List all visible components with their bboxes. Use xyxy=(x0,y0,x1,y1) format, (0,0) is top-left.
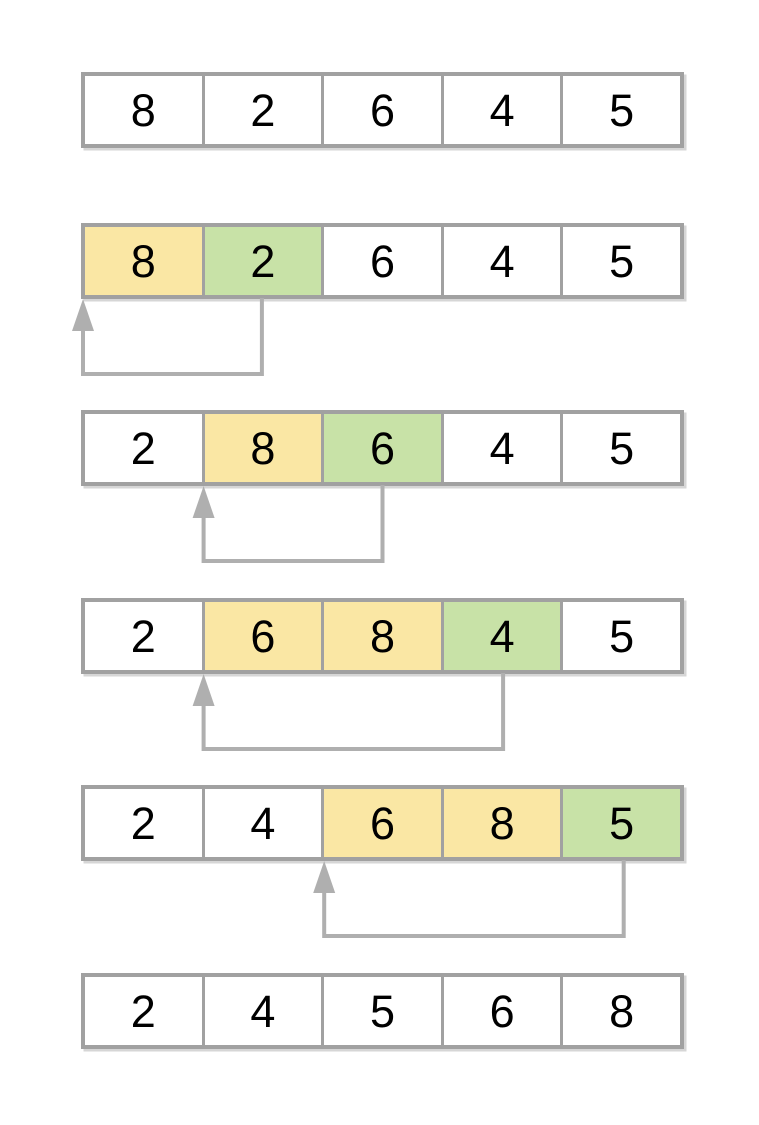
array-cell: 5 xyxy=(321,977,441,1045)
array-cell: 6 xyxy=(321,414,441,482)
array-cell: 8 xyxy=(560,977,680,1045)
array-cell: 2 xyxy=(85,414,202,482)
array-cell: 8 xyxy=(85,76,202,144)
array-cell: 4 xyxy=(440,414,561,482)
array-cell: 2 xyxy=(85,789,202,857)
array-cell: 4 xyxy=(201,789,322,857)
array-cell: 6 xyxy=(440,977,561,1045)
array-cell: 8 xyxy=(321,602,441,670)
array-cell: 5 xyxy=(560,76,680,144)
array-cell: 5 xyxy=(560,227,680,295)
up-arrowhead-icon xyxy=(192,674,215,706)
shift-arrow xyxy=(192,673,506,751)
array-cell: 2 xyxy=(85,977,202,1045)
shift-arrow-line xyxy=(201,485,385,563)
array-cell: 4 xyxy=(440,227,561,295)
array-cell: 6 xyxy=(321,789,441,857)
array-cell: 8 xyxy=(440,789,561,857)
array-cell: 4 xyxy=(440,76,561,144)
shift-arrow-line xyxy=(201,673,506,751)
up-arrowhead-icon xyxy=(313,861,336,893)
array-cell: 2 xyxy=(201,227,322,295)
up-arrowhead-icon xyxy=(192,486,215,518)
array-cell: 6 xyxy=(201,602,322,670)
array-cell: 5 xyxy=(560,414,680,482)
shift-arrow xyxy=(72,298,264,376)
shift-arrow xyxy=(192,485,385,563)
up-arrowhead-icon xyxy=(72,299,94,331)
array-cell: 4 xyxy=(440,602,561,670)
array-cell: 2 xyxy=(85,602,202,670)
shift-arrow xyxy=(313,860,626,938)
array-cell: 8 xyxy=(85,227,202,295)
array-cell: 5 xyxy=(560,789,680,857)
shift-arrow-line xyxy=(322,860,626,938)
array-cell: 2 xyxy=(201,76,322,144)
array-cell: 6 xyxy=(321,227,441,295)
array-cell: 5 xyxy=(560,602,680,670)
shift-arrow-line xyxy=(81,298,264,376)
array-cell: 8 xyxy=(201,414,322,482)
array-cell: 6 xyxy=(321,76,441,144)
array-cell: 4 xyxy=(201,977,322,1045)
